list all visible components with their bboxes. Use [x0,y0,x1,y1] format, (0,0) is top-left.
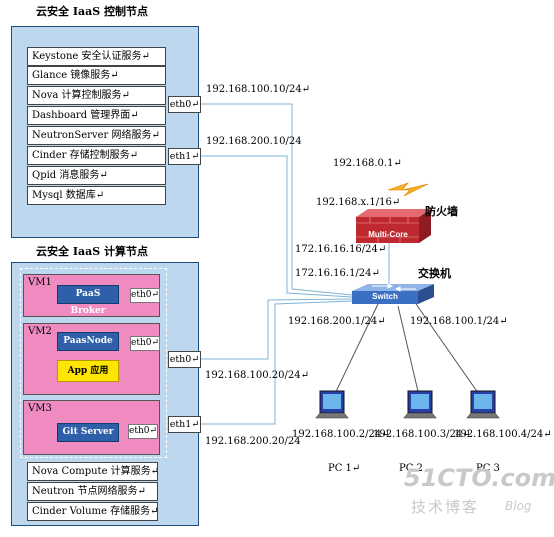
pc3-name: PC 3 [476,463,500,474]
firewall-device-text: Multi-Core [368,230,408,239]
pc-links [331,303,484,401]
control-eth1: eth1↵ [168,148,201,165]
vm2-eth0: eth0↵ [130,336,160,351]
paas-node-chip: PaasNode [57,332,119,351]
vm2-box: VM2 PaasNode eth0↵ App 应用 [23,323,160,395]
link-control-eth1 [201,155,353,298]
switch-port-200-ip: 192.168.200.1/24↵ [288,316,386,327]
link-control-eth0 [201,103,353,296]
pc2-ip: 192.168.100.3/24↵ [373,429,471,440]
service-cinder-volume: Cinder Volume 存储服务↵ [27,502,158,521]
app-chip: App 应用 [57,360,119,382]
compute-node-title: 云安全 IaaS 计算节点 [36,245,149,258]
vm3-label: VM3 [28,403,52,414]
link-compute-eth0 [201,298,353,360]
watermark-blog: Blog [505,499,532,513]
control-eth1-ip: 192.168.200.10/24 [206,136,302,147]
link-pc2 [397,305,421,401]
firewall-icon [356,209,431,243]
pc2-icon [403,390,437,419]
vm-group-dashed-border [20,268,167,458]
compute-eth0: eth0↵ [168,351,201,368]
paas-broker-chip: PaaS Broker [57,285,119,316]
vm1-box: VM1 PaaS Broker eth0↵ [23,274,160,317]
service-nova: Nova 计算控制服务↵ [27,86,166,105]
switch-icon [352,283,434,304]
link-compute-eth1 [201,300,353,425]
vm3-box: VM3 Git Server eth0↵ [23,400,160,455]
service-nova-compute: Nova Compute 计算服务↵ [27,462,158,481]
lightning-icon [387,182,429,197]
compute-eth1: eth1↵ [168,416,201,433]
switch-uplink-ip: 172.16.16.1/24↵ [295,268,380,279]
control-eth0: eth0↵ [168,96,201,113]
node-links [201,103,390,425]
link-pc3 [415,303,484,401]
vm3-eth0: eth0↵ [128,424,158,439]
firewall-wan-net: 192.168.x.1/16↵ [316,197,401,208]
service-neutronserver: NeutronServer 网络服务↵ [27,126,166,145]
control-eth0-ip: 192.168.100.10/24↵ [206,84,310,95]
service-keystone: Keystone 安全认证服务↵ [27,47,166,66]
link-pc1 [331,303,379,401]
service-mysql: Mysql 数据库↵ [27,186,166,205]
switch-label: 交换机 [418,267,451,280]
vm1-label: VM1 [28,277,52,288]
compute-eth0-ip: 192.168.100.20/24↵ [205,370,309,381]
watermark-sub: 技术博客 [411,498,480,516]
pc3-icon [466,390,500,419]
vm1-eth0: eth0↵ [130,288,160,303]
pc1-ip: 192.168.100.2/24↵ [292,429,390,440]
firewall-inside-ip: 172.16.16.16/24↵ [295,244,387,255]
git-server-chip: Git Server [57,423,119,442]
switch-port-100-ip: 192.168.100.1/24↵ [410,316,508,327]
pc1-name: PC 1↵ [328,463,361,474]
service-qpid: Qpid 消息服务↵ [27,166,166,185]
pc1-icon [315,390,349,419]
compute-eth1-ip: 192.168.200.20/24 [205,436,301,447]
service-neutron-node: Neutron 节点网络服务↵ [27,482,158,501]
service-glance: Glance 镜像服务↵ [27,66,166,85]
watermark-site: 51CTO.com [404,464,554,492]
vm2-label: VM2 [28,326,52,337]
service-cinder: Cinder 存储控制服务↵ [27,146,166,165]
pc3-ip: 192.168.100.4/24↵ [454,429,552,440]
firewall-wan-ip: 192.168.0.1↵ [333,158,402,169]
pc2-name: PC 2 [399,463,423,474]
service-dashboard: Dashboard 管理界面↵ [27,106,166,125]
firewall-label: 防火墙 [425,205,458,218]
control-node-title: 云安全 IaaS 控制节点 [36,5,149,18]
switch-device-text: Switch [372,292,398,301]
